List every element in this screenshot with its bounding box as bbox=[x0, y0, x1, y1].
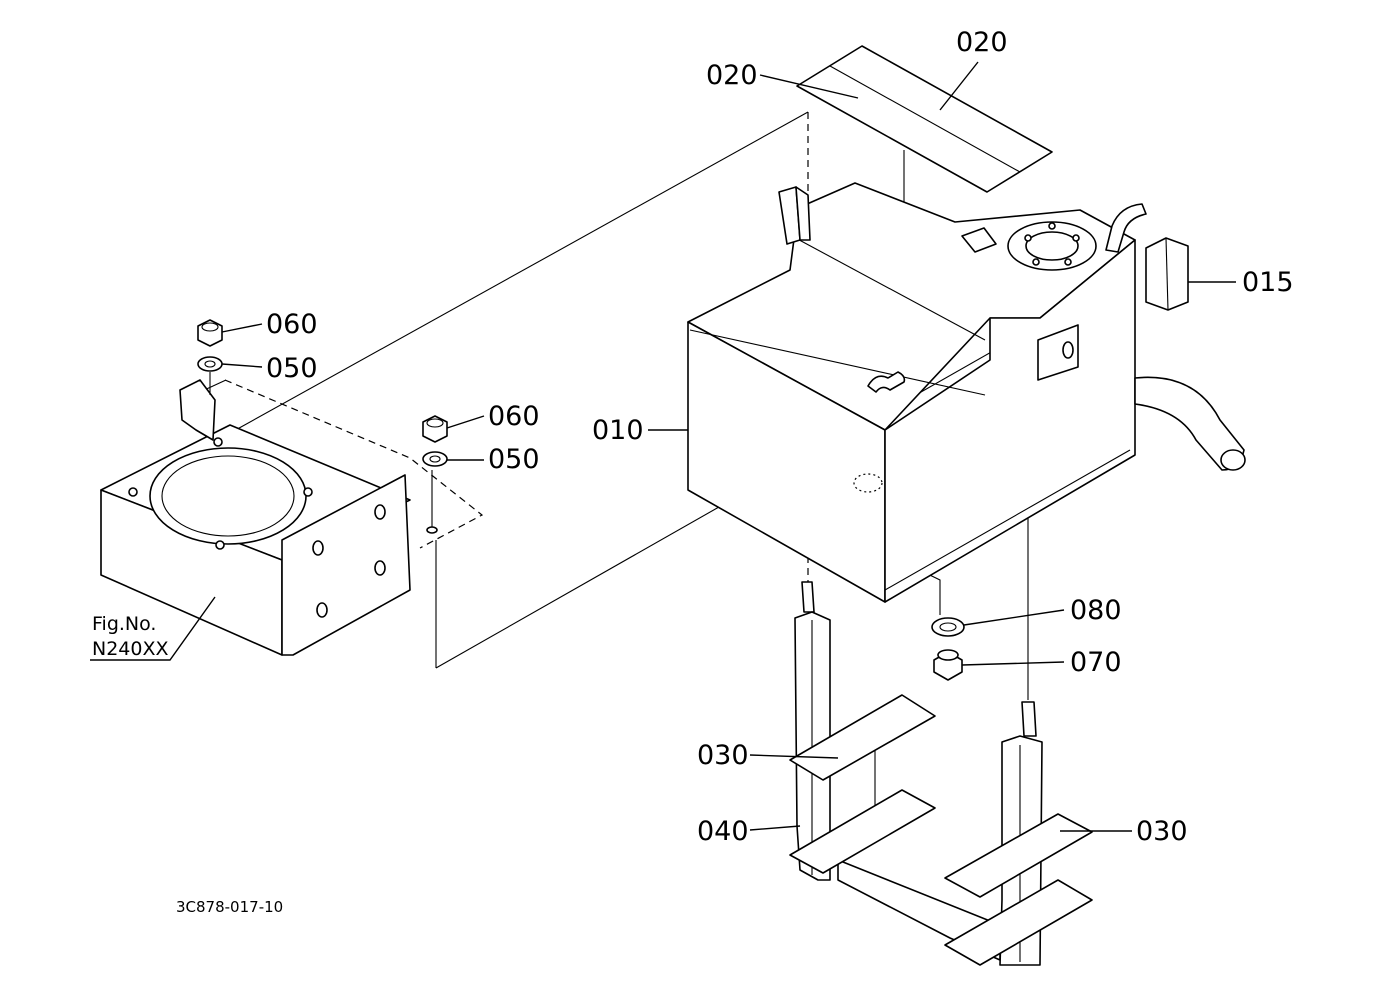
callout-050-left: 050 bbox=[266, 353, 318, 384]
cushion-pad-020 bbox=[796, 45, 1053, 193]
nut-060-left bbox=[197, 319, 223, 347]
callout-030-lower: 030 bbox=[1136, 816, 1188, 847]
callout-labels: 010 015 020 020 030 030 040 050 050 060 … bbox=[266, 27, 1294, 847]
gasket-080 bbox=[931, 617, 965, 637]
callout-060-right: 060 bbox=[488, 401, 540, 432]
pad-015 bbox=[1145, 237, 1189, 311]
figure-reference: Fig.No. N240XX bbox=[92, 613, 169, 660]
callout-030-upper: 030 bbox=[697, 740, 749, 771]
nut-060-right bbox=[422, 415, 448, 443]
rubber-pad-030-upper bbox=[789, 694, 936, 874]
tank-band-040-left bbox=[794, 581, 1001, 961]
washer-050-left bbox=[197, 356, 223, 372]
callout-015: 015 bbox=[1242, 267, 1294, 298]
figure-ref-line1: Fig.No. bbox=[92, 613, 156, 635]
mounting-frame bbox=[100, 372, 484, 656]
figure-ref-line2: N240XX bbox=[92, 638, 169, 660]
callout-020-right: 020 bbox=[956, 27, 1008, 58]
callout-050-right: 050 bbox=[488, 444, 540, 475]
callout-040: 040 bbox=[697, 816, 749, 847]
callout-020-left: 020 bbox=[706, 60, 758, 91]
callout-010: 010 bbox=[592, 415, 644, 446]
callout-080: 080 bbox=[1070, 595, 1122, 626]
leader-lines bbox=[90, 61, 1236, 832]
callout-070: 070 bbox=[1070, 647, 1122, 678]
fuel-tank-010 bbox=[687, 182, 1246, 603]
drain-plug-070 bbox=[933, 649, 963, 681]
rubber-pad-030-lower bbox=[944, 813, 1093, 966]
drawing-code: 3C878-017-10 bbox=[176, 898, 283, 916]
washer-050-right bbox=[422, 451, 448, 467]
callout-060-left: 060 bbox=[266, 309, 318, 340]
